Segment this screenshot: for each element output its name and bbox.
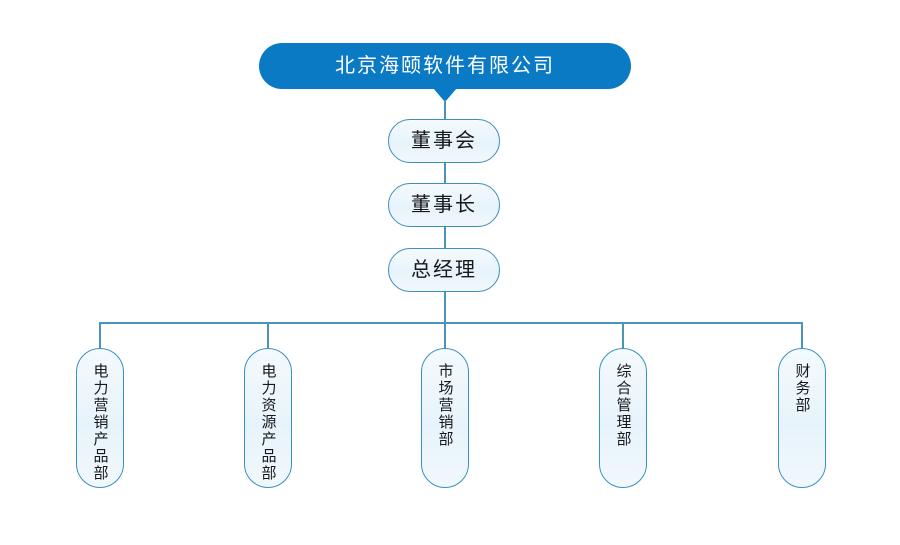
org-node-company-label: 北京海颐软件有限公司 <box>335 55 555 77</box>
connector-bus-to-dept-4 <box>622 322 624 349</box>
connector-board-to-chairman <box>444 163 446 183</box>
org-node-department-1-label: 电力营销产品部 <box>91 363 109 482</box>
org-node-department-3[interactable]: 市场营销部 <box>421 348 469 488</box>
org-node-chairman[interactable]: 董事长 <box>388 183 500 227</box>
connector-chairman-to-gm <box>444 227 446 248</box>
org-node-department-4[interactable]: 综合管理部 <box>599 348 647 488</box>
org-node-department-5[interactable]: 财务部 <box>778 348 826 488</box>
org-node-department-2[interactable]: 电力资源产品部 <box>244 348 292 488</box>
company-pointer-arrow <box>433 88 457 102</box>
org-node-board[interactable]: 董事会 <box>388 119 500 163</box>
connector-company-to-board <box>444 100 446 119</box>
org-node-department-4-label: 综合管理部 <box>614 363 632 448</box>
org-node-department-1[interactable]: 电力营销产品部 <box>76 348 124 488</box>
connector-gm-to-bus <box>444 292 446 323</box>
org-node-department-3-label: 市场营销部 <box>436 363 454 448</box>
org-node-department-5-label: 财务部 <box>793 363 811 414</box>
org-node-general-manager-label: 总经理 <box>411 259 477 281</box>
org-node-chairman-label: 董事长 <box>411 194 477 216</box>
connector-bus-to-dept-5 <box>801 322 803 349</box>
org-node-general-manager[interactable]: 总经理 <box>388 248 500 292</box>
org-node-department-2-label: 电力资源产品部 <box>259 363 277 482</box>
org-node-company[interactable]: 北京海颐软件有限公司 <box>259 43 631 89</box>
connector-bus-to-dept-1 <box>99 322 101 349</box>
org-node-board-label: 董事会 <box>411 130 477 152</box>
connector-bus-to-dept-2 <box>267 322 269 349</box>
connector-bus-to-dept-3 <box>444 322 446 349</box>
connector-department-bus <box>99 322 803 324</box>
